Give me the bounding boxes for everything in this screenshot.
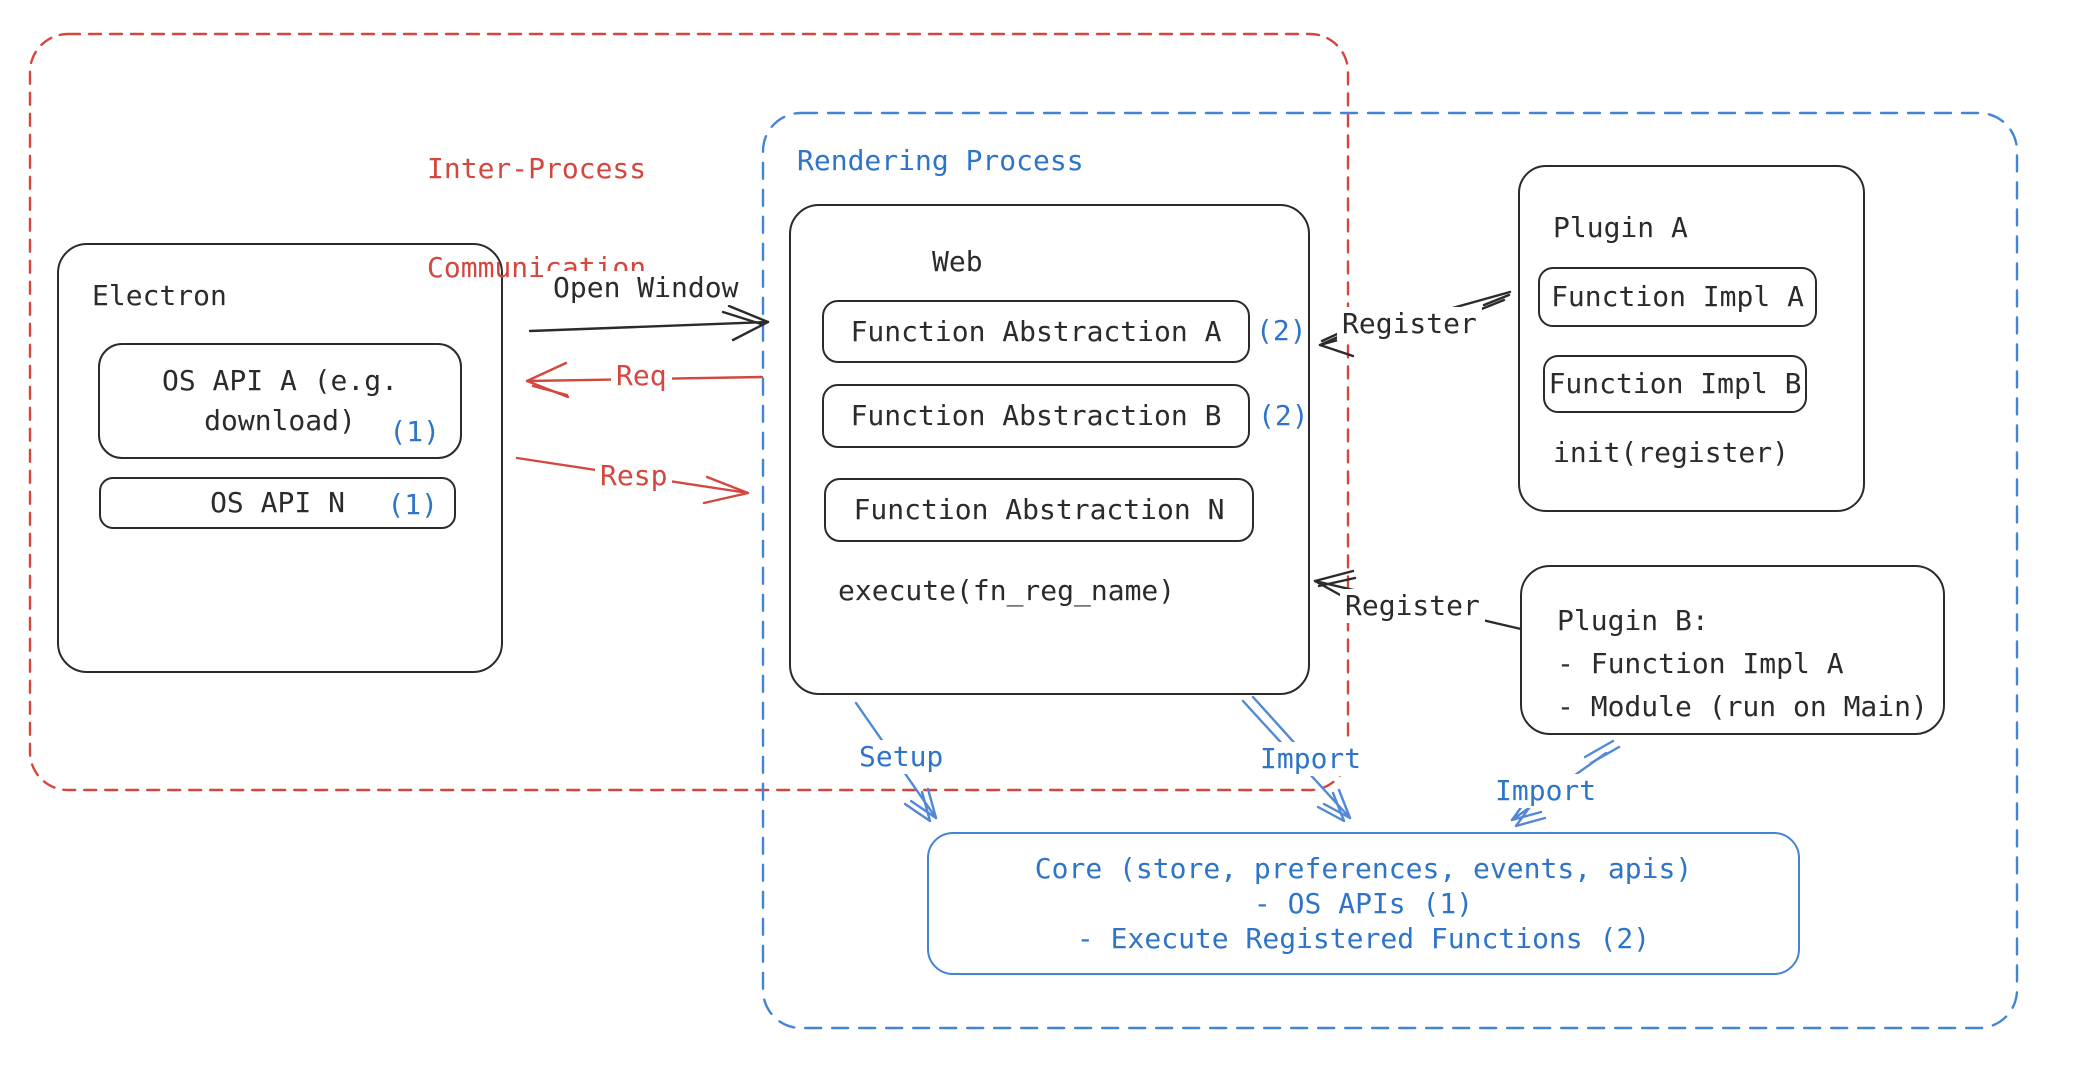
- function-abstraction-b-badge: (2): [1258, 399, 1309, 432]
- import-plugin-label: Import: [1490, 774, 1602, 808]
- open-window-arrow: [528, 304, 770, 342]
- plugin-a-box: [1518, 165, 1865, 512]
- rendering-process-label: Rendering Process: [797, 144, 1084, 177]
- resp-label: Resp: [595, 459, 673, 493]
- electron-title: Electron: [92, 279, 227, 312]
- register-b-label: Register: [1340, 589, 1485, 623]
- function-abstraction-b-box: Function Abstraction B: [822, 384, 1250, 448]
- os-api-a-label-line1: OS API A (e.g.: [161, 364, 398, 397]
- os-api-a-box: OS API A (e.g. download) (1): [98, 343, 462, 459]
- req-label: Req: [611, 359, 672, 393]
- open-window-label: Open Window: [548, 271, 744, 305]
- setup-label: Setup: [854, 740, 949, 774]
- function-abstraction-n-label: Function Abstraction N: [853, 493, 1225, 526]
- function-impl-b-label: Function Impl B: [1548, 367, 1802, 400]
- core-item-os-apis: - OS APIs (1): [1253, 887, 1474, 920]
- os-api-a-badge: (1): [389, 415, 440, 448]
- plugin-b-title: Plugin B:: [1557, 604, 1709, 637]
- function-impl-b-box: Function Impl B: [1543, 355, 1807, 413]
- ipc-label-line1: Inter-Process: [427, 152, 647, 185]
- core-box: Core (store, preferences, events, apis) …: [927, 832, 1800, 975]
- execute-method-label: execute(fn_reg_name): [838, 574, 1176, 607]
- ipc-boundary-box: [28, 32, 1350, 792]
- function-abstraction-a-badge: (2): [1256, 314, 1307, 347]
- import-web-label: Import: [1255, 742, 1367, 776]
- core-title: Core (store, preferences, events, apis): [1034, 852, 1693, 885]
- function-abstraction-n-box: Function Abstraction N: [824, 478, 1254, 542]
- os-api-n-label: OS API N: [210, 486, 345, 519]
- function-abstraction-b-label: Function Abstraction B: [850, 399, 1222, 432]
- plugin-b-item-function-impl-a: - Function Impl A: [1557, 647, 1844, 680]
- function-impl-a-label: Function Impl A: [1551, 280, 1804, 313]
- init-register-label: init(register): [1553, 436, 1790, 469]
- register-a-label: Register: [1337, 307, 1482, 341]
- plugin-b-box: Plugin B: - Function Impl A - Module (ru…: [1520, 565, 1945, 735]
- ipc-boundary-label: Inter-Process Communication: [427, 86, 646, 350]
- plugin-b-item-module: - Module (run on Main): [1557, 690, 1928, 723]
- os-api-n-badge: (1): [387, 488, 438, 521]
- function-impl-a-box: Function Impl A: [1538, 267, 1817, 327]
- function-abstraction-a-box: Function Abstraction A: [822, 300, 1250, 363]
- plugin-a-title: Plugin A: [1553, 211, 1688, 244]
- os-api-n-box: OS API N (1): [99, 477, 456, 529]
- function-abstraction-a-label: Function Abstraction A: [850, 314, 1222, 348]
- os-api-a-label-line2: download): [204, 404, 356, 437]
- core-item-execute-registered: - Execute Registered Functions (2): [1076, 922, 1651, 955]
- web-box: [789, 204, 1310, 695]
- rendering-process-boundary-box: [761, 111, 2019, 1030]
- web-title: Web: [932, 245, 983, 278]
